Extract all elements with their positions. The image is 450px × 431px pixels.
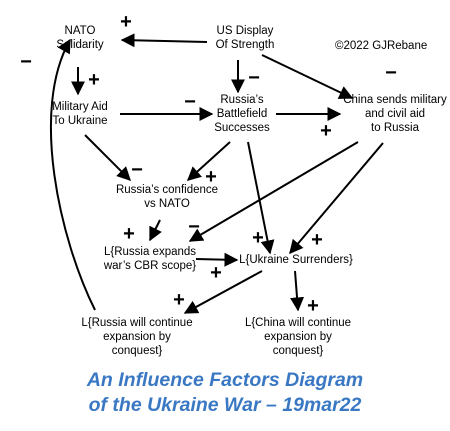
- sign-nato-aid: +: [88, 69, 100, 91]
- node-us-display: US Display Of Strength: [207, 24, 283, 52]
- node-text: Military Aid: [52, 101, 108, 113]
- diagram-caption: An Influence Factors Diagram of the Ukra…: [0, 368, 450, 418]
- sign-surr-russia: +: [173, 289, 185, 311]
- sign-battle-conf: +: [205, 166, 217, 188]
- node-text: Russia’s confidence: [115, 184, 219, 196]
- sign-aid-conf: −: [131, 159, 143, 181]
- arrow-battlefield-to-surrenders: [247, 141, 275, 255]
- node-text: expansion by: [264, 331, 332, 343]
- node-text: Russia’s: [220, 94, 264, 106]
- node-russia-cbr: L{Russia expands war’s CBR scope}: [100, 245, 200, 273]
- sign-us-nato: +: [120, 11, 132, 33]
- sign-aid-battle: −: [184, 91, 196, 113]
- node-text: NATO: [64, 25, 96, 37]
- node-nato-solidarity: NATO Solidarity: [46, 24, 114, 52]
- arrow-aid-to-confidence: [84, 134, 131, 181]
- copyright-notice: ©2022 GJRebane: [335, 40, 428, 52]
- node-text: expansion by: [103, 331, 171, 343]
- node-text: war’s CBR scope}: [103, 260, 197, 272]
- sign-cbr-surr: +: [210, 262, 222, 284]
- arrow-us-to-nato: [120, 33, 208, 48]
- node-text: US Display: [216, 25, 274, 37]
- node-ukraine-surrenders: L{Ukraine Surrenders}: [238, 253, 354, 267]
- node-text: vs NATO: [144, 198, 190, 210]
- node-text: Battlefield: [216, 108, 268, 120]
- node-russia-continue: L{Russia will continue expansion by conq…: [78, 316, 196, 358]
- sign-battle-surr: +: [252, 227, 264, 249]
- arrow-confidence-to-cbr: [149, 219, 162, 242]
- node-russia-confidence: Russia’s confidence vs NATO: [112, 183, 222, 211]
- node-text: Successes: [214, 122, 270, 134]
- sign-conf-cbr: +: [123, 223, 135, 245]
- node-text: China sends military: [343, 94, 447, 106]
- arrow-battlefield-to-confidence: [186, 141, 231, 181]
- node-russia-battlefield: Russia’s Battlefield Successes: [210, 93, 274, 135]
- arrow-china-to-cbr: [188, 141, 359, 242]
- sign-china-cbr: −: [188, 216, 200, 238]
- node-text: and civil aid: [364, 108, 426, 120]
- node-text: L{China will continue: [244, 317, 352, 329]
- node-text: Of Strength: [215, 39, 275, 51]
- node-text: L{Russia will continue: [81, 317, 193, 329]
- arrow-us-to-china: [261, 54, 354, 99]
- sign-surr-china: +: [307, 295, 319, 317]
- arrow-russia-cont-to-nato: [49, 38, 96, 311]
- sign-us-china: −: [385, 62, 397, 84]
- sign-china-surr: +: [311, 229, 323, 251]
- sign-battle-china: +: [320, 120, 332, 142]
- arrow-surrenders-to-russia-cont: [183, 270, 263, 314]
- node-text: conquest}: [111, 345, 163, 357]
- node-china-continue: L{China will continue expansion by conqu…: [240, 316, 356, 358]
- arrow-china-to-surrenders: [289, 142, 384, 255]
- sign-russia-cont-nato: −: [20, 51, 32, 73]
- node-text: Solidarity: [56, 39, 104, 51]
- node-text: to Russia: [371, 122, 419, 134]
- node-text: conquest}: [272, 345, 324, 357]
- arrow-cbr-to-surrenders: [195, 252, 239, 267]
- node-text: L{Russia expands: [103, 246, 197, 258]
- node-text: L{Ukraine Surrenders}: [239, 254, 353, 266]
- caption-line: An Influence Factors Diagram: [86, 369, 364, 391]
- arrow-surrenders-to-china-cont: [290, 270, 305, 312]
- node-text: To Ukraine: [52, 115, 108, 127]
- node-military-aid: Military Aid To Ukraine: [42, 100, 118, 128]
- node-china-aid: China sends military and civil aid to Ru…: [340, 93, 450, 135]
- sign-us-battle: −: [248, 67, 260, 89]
- caption-line: of the Ukraine War – 19mar22: [88, 394, 362, 416]
